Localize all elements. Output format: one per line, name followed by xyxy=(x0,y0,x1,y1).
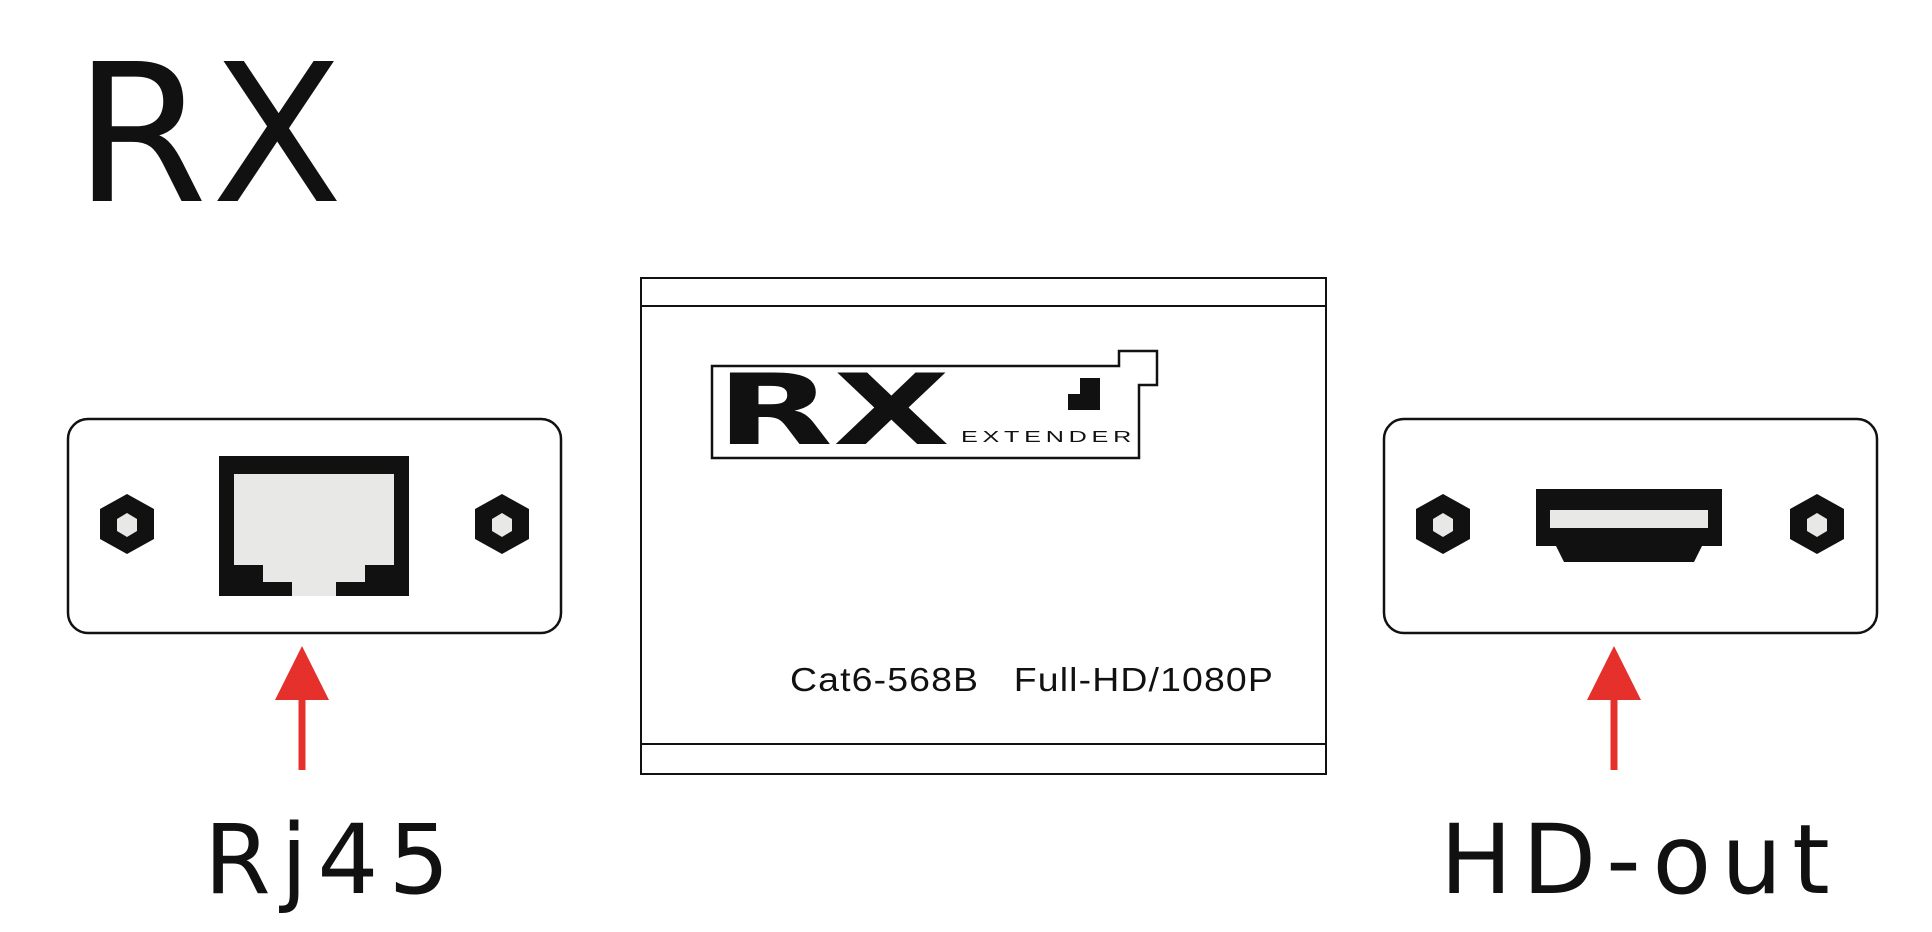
right-port-label: HD-out xyxy=(1440,804,1840,916)
rj45-port-icon xyxy=(219,456,409,596)
device-logo: RX EXTENDER xyxy=(710,349,1159,468)
right-port-panel xyxy=(1382,417,1879,635)
left-port-label: Rj45 xyxy=(204,804,460,916)
left-panel-screw-right-icon xyxy=(475,494,529,554)
right-arrow-icon xyxy=(1587,646,1641,770)
left-port-panel xyxy=(66,417,563,635)
logo-rx-text: RX xyxy=(716,354,950,468)
hdmi-port-icon xyxy=(1536,489,1722,562)
device-spec-text: Cat6-568B Full-HD/1080P xyxy=(790,661,1274,698)
logo-extender-text: EXTENDER xyxy=(961,429,1136,446)
page-title: RX xyxy=(74,24,347,247)
logo-accent-bottom xyxy=(1068,394,1100,410)
logo-accent-top xyxy=(1080,378,1100,394)
left-panel-screw-left-icon xyxy=(100,494,154,554)
device-body xyxy=(640,277,1327,775)
right-panel-screw-right-icon xyxy=(1790,494,1844,554)
extender-device: RX EXTENDER Cat6-568B Full-HD/1080P xyxy=(640,277,1327,775)
left-arrow-icon xyxy=(275,646,329,770)
right-panel-screw-left-icon xyxy=(1416,494,1470,554)
